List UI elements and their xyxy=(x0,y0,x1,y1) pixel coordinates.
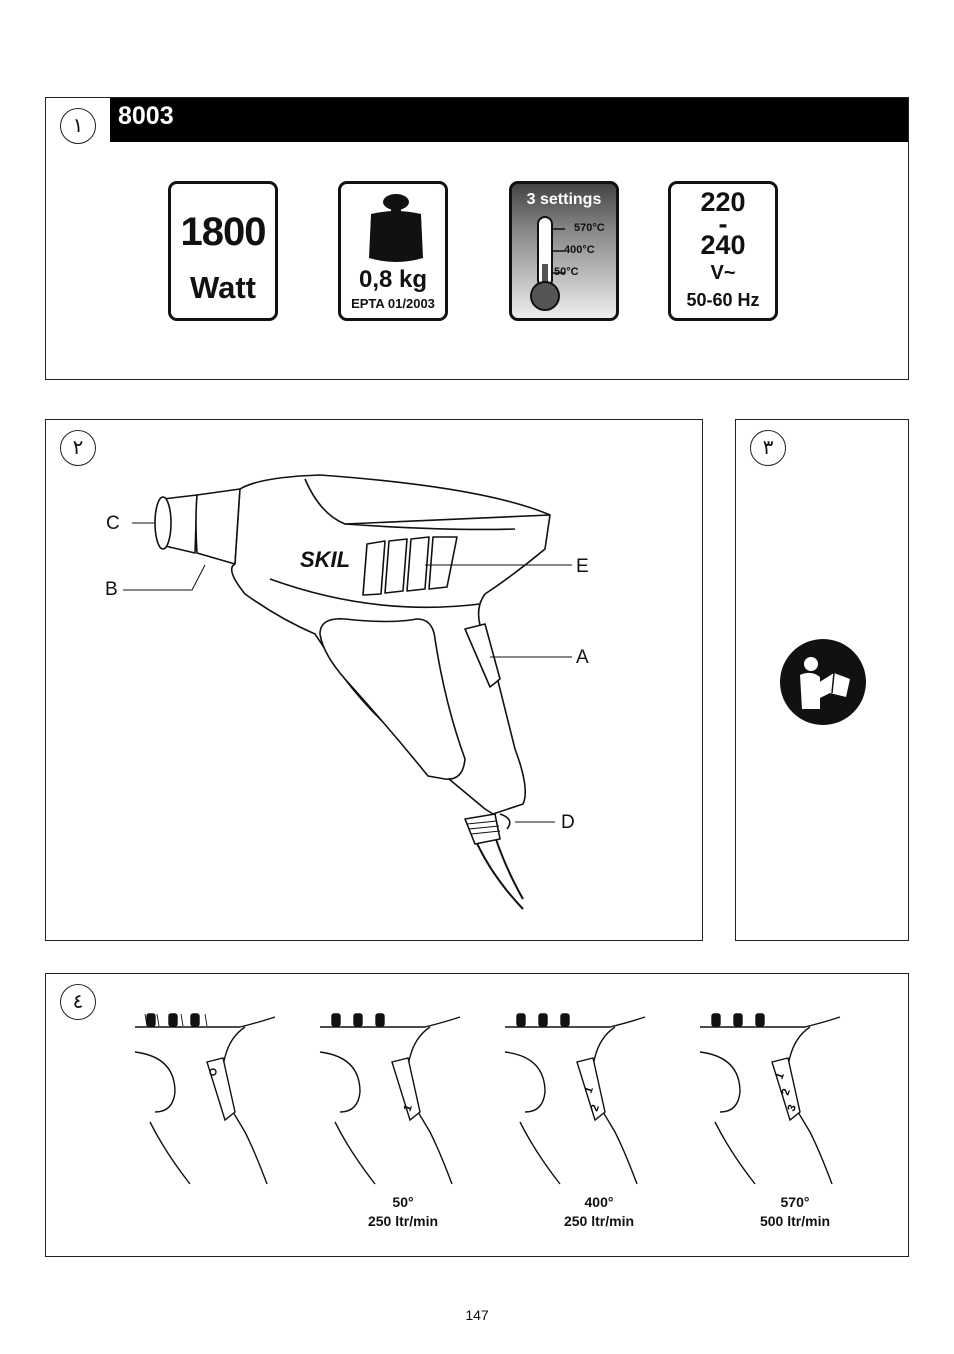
setting-temp-1: 50° xyxy=(392,1194,414,1210)
setting-temp-2: 400° xyxy=(584,1194,614,1210)
setting-flow-3: 500 ltr/min xyxy=(759,1213,831,1229)
heat-settings-box: 3 settings 570°C 400°C 50°C xyxy=(509,181,619,321)
voltage-dash: - xyxy=(718,209,728,239)
page-number: 147 xyxy=(465,1307,489,1323)
switch-position-illustration-3: 1 2 3 xyxy=(699,1013,841,1185)
callout-e: E xyxy=(576,556,589,577)
setting-caption-1: 50° 250 ltr/min xyxy=(343,1193,463,1231)
frequency: 50-60 Hz xyxy=(686,290,760,310)
setting-caption-3: 570° 500 ltr/min xyxy=(735,1193,855,1231)
setting-caption-2: 400° 250 ltr/min xyxy=(539,1193,659,1231)
weight-value: 0,8 kg xyxy=(358,266,428,293)
temp-label-mid: 400°C xyxy=(564,244,595,256)
section-number-2: ٢ xyxy=(60,430,96,466)
section-number-3: ٣ xyxy=(750,430,786,466)
voltage-high: 240 xyxy=(700,230,746,260)
voltage-spec-box: 220 - 240 V~ 50-60 Hz xyxy=(668,181,778,321)
weight-icon xyxy=(369,194,423,262)
voltage-unit: V~ xyxy=(710,262,736,284)
thermometer-icon xyxy=(530,216,565,311)
switch-position-illustration-2: 1 2 xyxy=(504,1013,646,1185)
setting-flow-1: 250 ltr/min xyxy=(367,1213,439,1229)
switch-position-illustration-off xyxy=(134,1013,276,1185)
settings-panel xyxy=(45,973,909,1257)
section-number-4: ٤ xyxy=(60,984,96,1020)
settings-title: 3 settings xyxy=(526,191,602,208)
heat-gun-illustration: SKIL xyxy=(123,474,572,910)
setting-temp-3: 570° xyxy=(780,1194,810,1210)
temp-label-high: 570°C xyxy=(574,222,605,234)
brand-logo: SKIL xyxy=(300,547,350,572)
callout-a: A xyxy=(576,647,589,668)
read-manual-icon xyxy=(780,639,866,725)
switch-mark-1: 1 xyxy=(774,1071,787,1081)
model-number: 8003 xyxy=(118,102,174,130)
power-value: 1800 xyxy=(180,210,267,254)
switch-mark-1: 1 xyxy=(583,1085,596,1095)
switch-mark-1: 1 xyxy=(402,1103,415,1113)
switch-mark-2: 2 xyxy=(780,1087,793,1097)
switch-position-illustration-1: 1 xyxy=(319,1013,461,1185)
section-number-1: ١ xyxy=(60,108,96,144)
temp-label-low: 50°C xyxy=(554,266,579,278)
switch-mark-3: 3 xyxy=(786,1103,799,1113)
setting-flow-2: 250 ltr/min xyxy=(563,1213,635,1229)
power-spec-box: 1800 Watt xyxy=(168,181,278,321)
voltage-low: 220 xyxy=(700,187,746,217)
power-unit: Watt xyxy=(190,270,256,305)
switch-mark-2: 2 xyxy=(589,1103,602,1113)
callout-c: C xyxy=(106,513,120,534)
model-title-bar: 8003 xyxy=(110,98,908,142)
callout-b: B xyxy=(105,579,118,600)
callout-d: D xyxy=(561,812,575,833)
weight-standard: EPTA 01/2003 xyxy=(351,296,435,311)
weight-spec-box: 0,8 kg EPTA 01/2003 xyxy=(338,181,448,321)
